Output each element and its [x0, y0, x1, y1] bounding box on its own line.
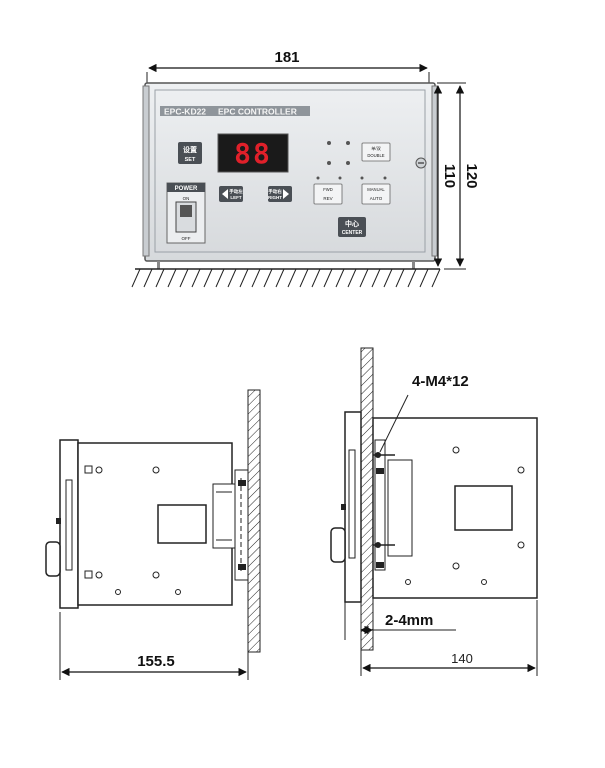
right-button[interactable]	[268, 186, 292, 202]
hole	[481, 579, 487, 585]
right-edge	[431, 85, 438, 257]
side-view-right: 4-M4*12 2-4mm 140	[330, 347, 538, 676]
display-value: 88	[234, 137, 272, 170]
screw-icon	[517, 541, 525, 549]
led	[338, 176, 342, 180]
ground-hatch	[131, 268, 441, 288]
clip	[376, 562, 384, 568]
right-button-cn: 手动右	[268, 188, 282, 195]
left-button[interactable]	[219, 186, 243, 202]
auto-label: AUTO	[370, 196, 383, 201]
lock-knob	[330, 527, 346, 563]
title-label: EPC CONTROLLER	[218, 107, 297, 117]
single-double-cn: 单/双	[371, 145, 381, 152]
power-off-label: OFF	[182, 236, 191, 241]
screw-icon	[517, 466, 525, 474]
outer-height-label: 120	[463, 163, 480, 188]
latch	[56, 518, 61, 524]
mounting-bracket	[212, 483, 236, 549]
left-button-cn: 手动左	[229, 188, 243, 195]
screw-icon	[152, 466, 160, 474]
lock-knob	[45, 541, 61, 577]
screw-icon	[452, 562, 460, 570]
single-double-en: DOUBLE	[367, 153, 384, 158]
front-view: 181 EPC-KD22 EPC CONTROLLER 88 设置 SET PO…	[131, 49, 480, 288]
left-hinge	[142, 85, 150, 257]
center-button-en: CENTER	[342, 230, 363, 236]
square-screw	[84, 570, 93, 579]
mounting-panel	[360, 347, 374, 651]
center-button[interactable]	[338, 217, 366, 237]
power-on-label: ON	[183, 196, 190, 201]
fwd-label: FWD	[323, 187, 333, 192]
title-strip	[160, 106, 310, 116]
left-arrow-icon	[222, 189, 228, 199]
led	[383, 176, 387, 180]
screw-spec-label: 4-M4*12	[412, 373, 469, 390]
led	[346, 141, 350, 145]
led	[346, 161, 350, 165]
screw-leader-line	[379, 394, 409, 453]
bezel-inner	[65, 479, 73, 571]
bezel-inner	[348, 449, 356, 559]
clip	[376, 468, 384, 474]
rev-label: REV	[323, 196, 332, 201]
power-label: POWER	[175, 186, 198, 192]
left-button-en: LEFT	[230, 195, 241, 200]
led	[360, 176, 364, 180]
center-button-cn: 中心	[345, 219, 359, 228]
wall-bracket	[234, 469, 249, 581]
screw-head-icon	[375, 452, 381, 458]
right-button-en: RIGHT	[268, 195, 282, 200]
rocker-top	[180, 205, 192, 217]
depth-dimension-label: 140	[451, 651, 473, 666]
right-arrow-icon	[283, 189, 289, 199]
bracket-plate	[374, 439, 386, 571]
latch	[341, 504, 346, 510]
label-window	[157, 504, 207, 544]
mounting-bracket	[387, 459, 413, 557]
status-leds	[316, 141, 387, 180]
clip	[238, 480, 246, 486]
foot-right	[412, 261, 415, 269]
label-window	[454, 485, 513, 531]
set-button[interactable]	[178, 142, 202, 164]
manual-label: MANUAL	[367, 187, 385, 192]
foot-left	[157, 261, 160, 269]
screw-icon	[452, 446, 460, 454]
width-dimension-label: 181	[274, 49, 299, 66]
square-screw	[84, 465, 93, 474]
side-view-left: 155.5	[45, 389, 261, 680]
led	[327, 141, 331, 145]
depth-dimension-label: 155.5	[137, 653, 175, 670]
seven-segment-display	[217, 133, 289, 173]
hole	[115, 589, 121, 595]
screw-icon	[95, 571, 103, 579]
gap-label: 2-4mm	[385, 612, 433, 629]
set-button-cn: 设置	[183, 145, 197, 154]
model-label: EPC-KD22	[164, 107, 206, 117]
screw-icon	[95, 466, 103, 474]
led	[327, 161, 331, 165]
screw-head-icon	[375, 542, 381, 548]
front-bezel	[154, 89, 426, 253]
hole	[405, 579, 411, 585]
screw-icon	[152, 571, 160, 579]
clip	[238, 564, 246, 570]
single-double-button[interactable]	[361, 142, 391, 162]
fwd-rev-button[interactable]	[313, 183, 343, 205]
led	[316, 176, 320, 180]
mounting-wall	[247, 389, 261, 653]
inner-height-label: 110	[441, 164, 458, 188]
power-label-bg	[167, 183, 205, 192]
set-button-en: SET	[185, 157, 196, 163]
manual-auto-button[interactable]	[361, 183, 391, 205]
hole	[175, 589, 181, 595]
